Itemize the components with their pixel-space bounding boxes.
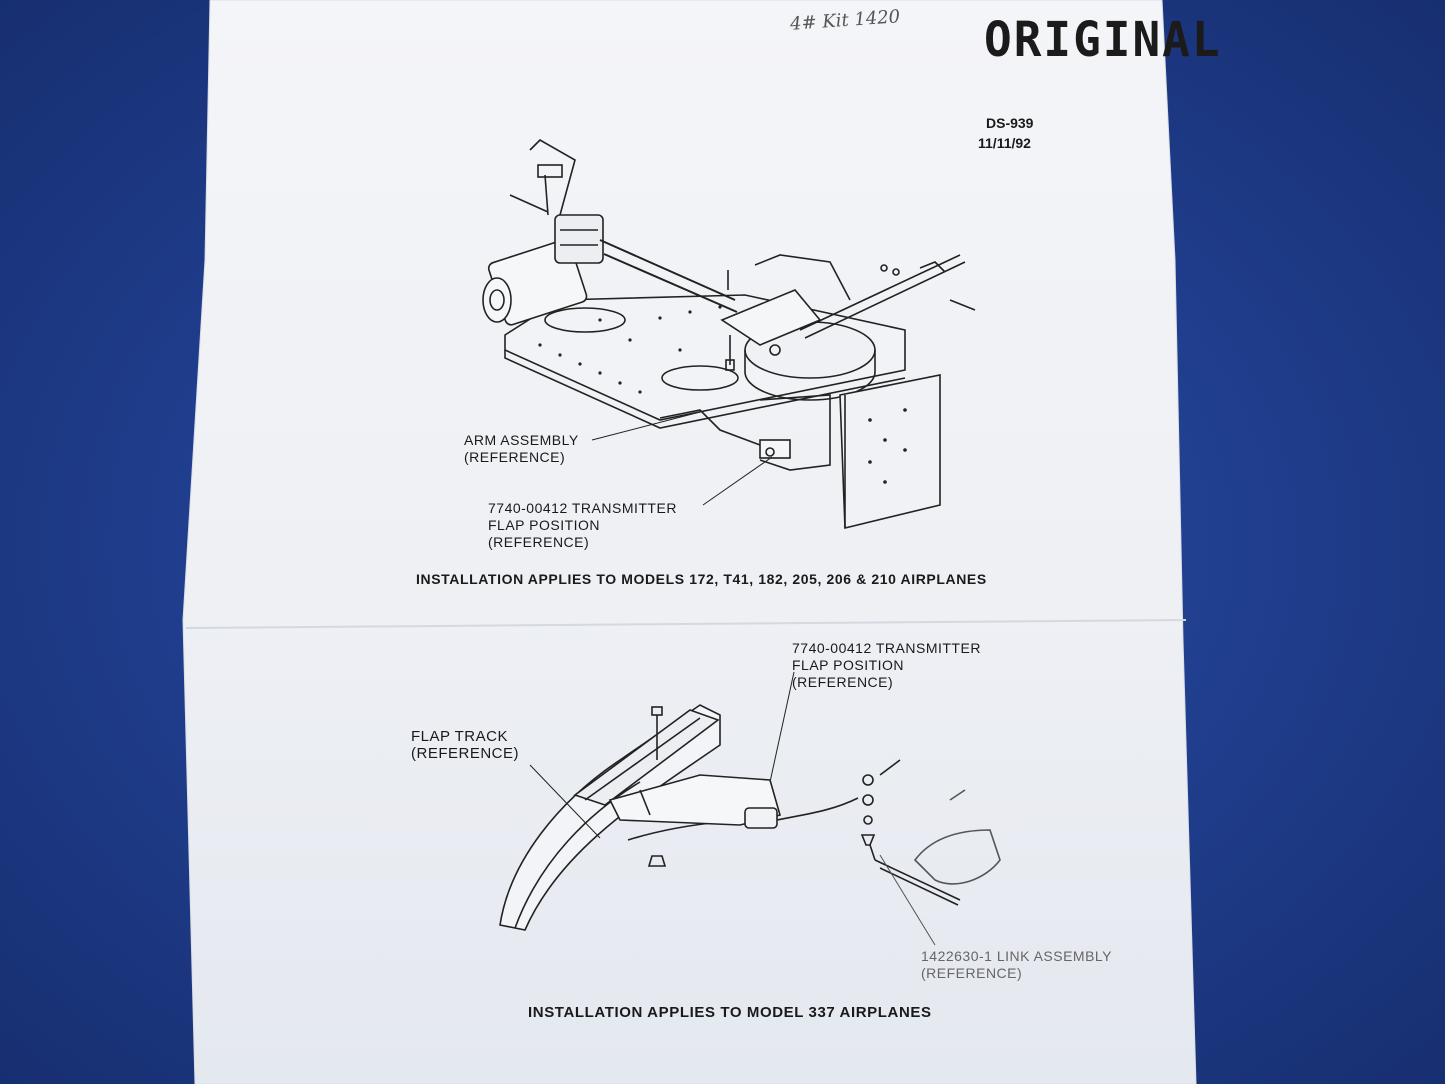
bottom-transmitter-line1: 7740-00412 TRANSMITTER [792, 640, 981, 656]
bottom-transmitter-line2: FLAP POSITION [792, 657, 905, 673]
flap-track-line2: (REFERENCE) [411, 745, 520, 762]
link-assembly-label: 1422630-1 LINK ASSEMBLY (REFERENCE) [921, 948, 1112, 982]
top-transmitter-line3: (REFERENCE) [488, 534, 590, 550]
document-number: DS-939 [986, 115, 1034, 131]
bottom-caption: INSTALLATION APPLIES TO MODEL 337 AIRPLA… [528, 1004, 932, 1021]
top-caption: INSTALLATION APPLIES TO MODELS 172, T41,… [416, 571, 987, 587]
bottom-transmitter-line3: (REFERENCE) [792, 674, 894, 690]
arm-assembly-label: ARM ASSEMBLY (REFERENCE) [464, 432, 579, 466]
top-diagram [482, 139, 976, 530]
flap-track-line1: FLAP TRACK [411, 728, 508, 745]
flap-track-label: FLAP TRACK (REFERENCE) [411, 728, 519, 762]
top-transmitter-label: 7740-00412 TRANSMITTER FLAP POSITION (RE… [488, 500, 677, 551]
arm-assembly-line1: ARM ASSEMBLY [464, 432, 579, 448]
top-transmitter-line1: 7740-00412 TRANSMITTER [488, 500, 677, 516]
bottom-transmitter-label: 7740-00412 TRANSMITTER FLAP POSITION (RE… [792, 640, 981, 691]
arm-assembly-line2: (REFERENCE) [464, 449, 566, 465]
top-transmitter-line2: FLAP POSITION [488, 517, 601, 533]
document-date: 11/11/92 [978, 135, 1031, 151]
link-assembly-line1: 1422630-1 LINK ASSEMBLY [921, 948, 1113, 964]
link-assembly-line2: (REFERENCE) [921, 965, 1023, 981]
original-stamp: ORIGINAL [984, 10, 1222, 68]
bottom-diagram [499, 671, 1001, 946]
